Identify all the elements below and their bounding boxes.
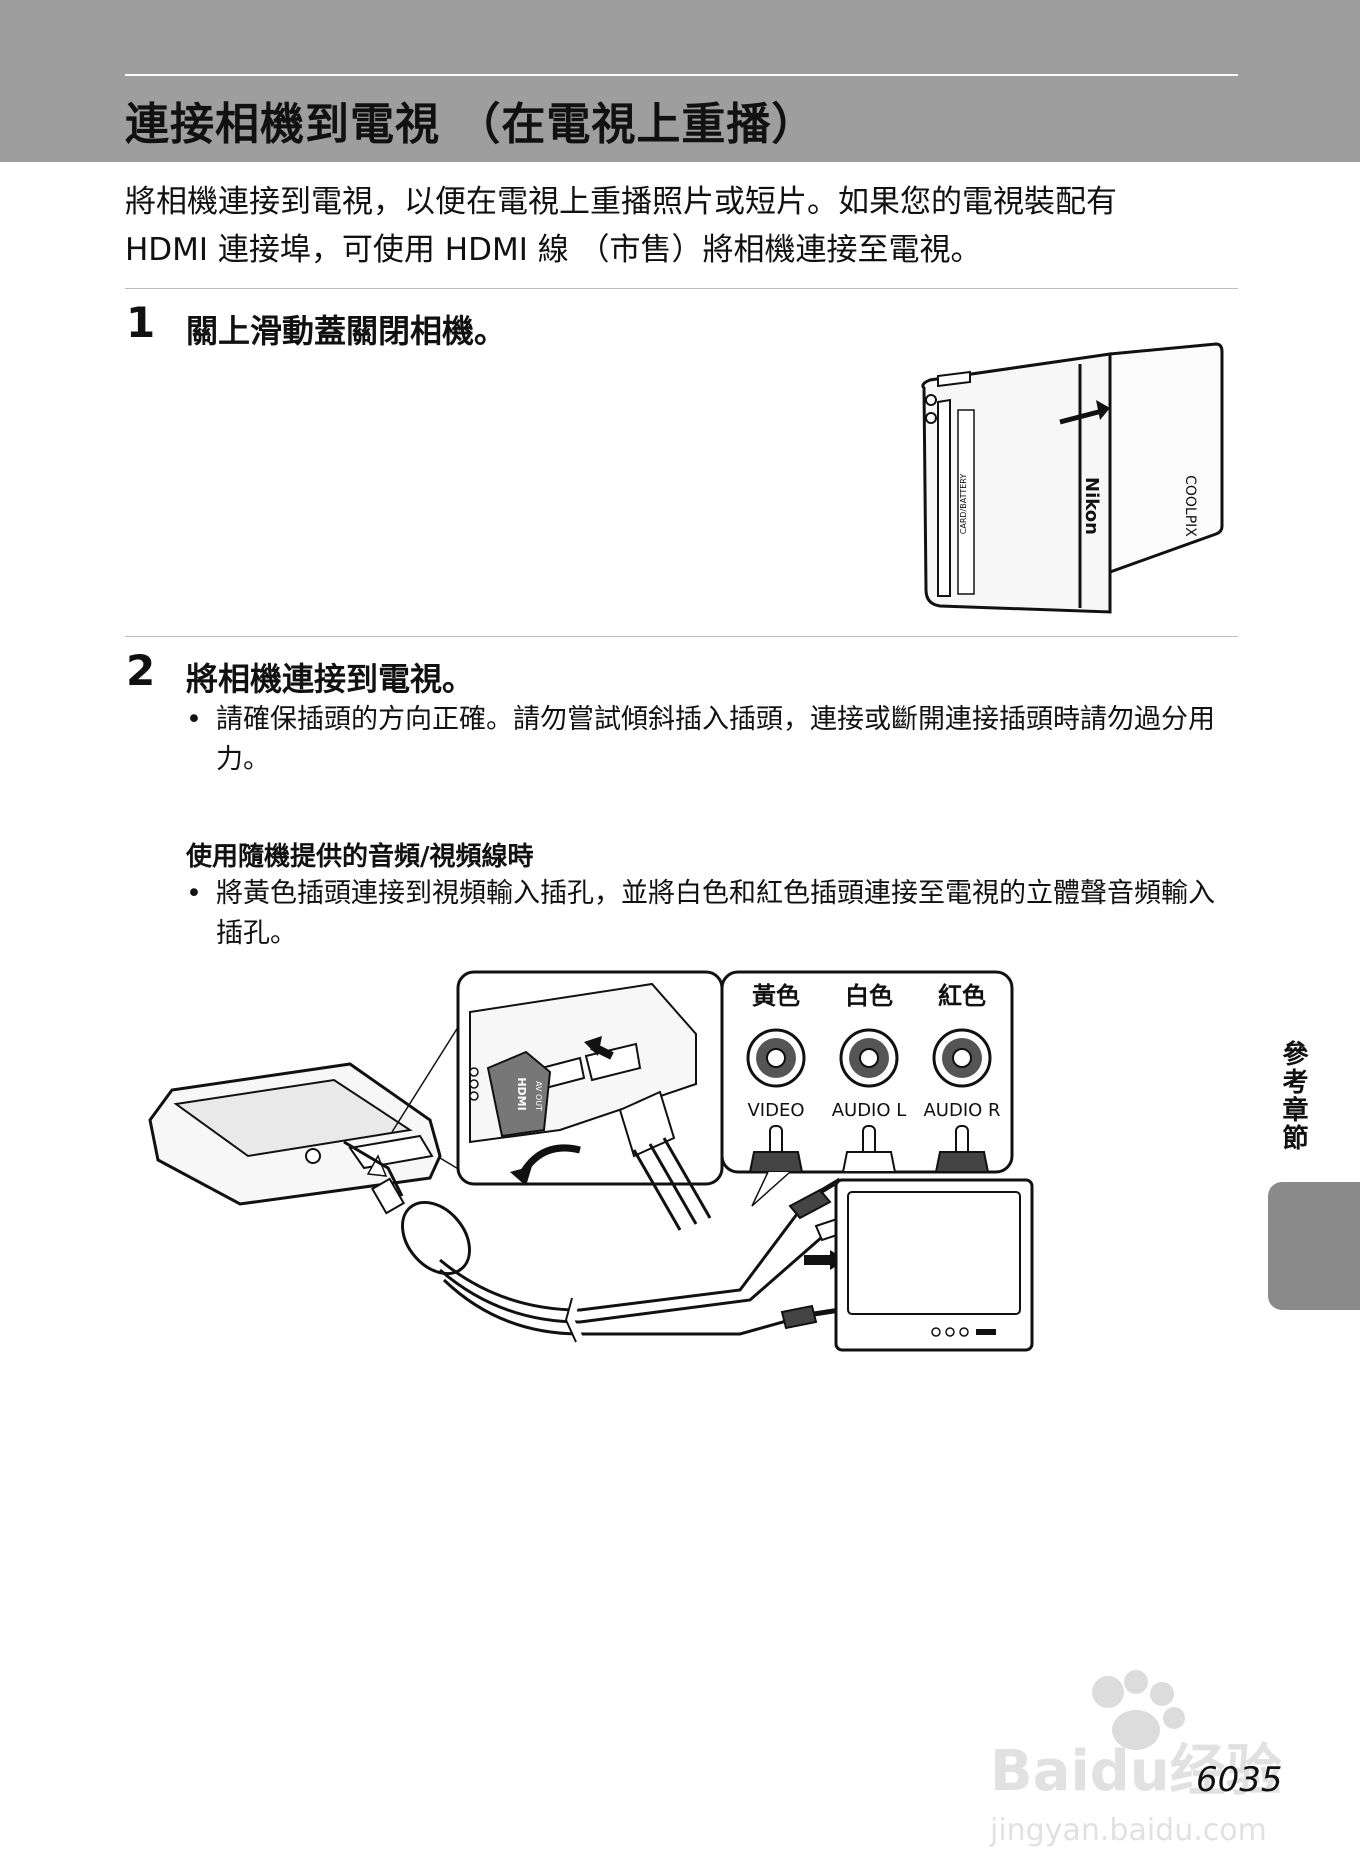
page-title: 連接相機到電視 （在電視上重播） (125, 99, 817, 150)
av-section-heading: 使用隨機提供的音頻/視頻線時 (186, 842, 534, 872)
section-divider (125, 636, 1238, 637)
step-1-number: 1 (126, 298, 156, 347)
rca-plug-white (841, 1125, 897, 1173)
camera-brand-text: Nikon (1081, 477, 1102, 535)
jack-color-label-yellow: 黃色 (752, 982, 800, 1010)
bullet-dot: • (186, 878, 202, 909)
cable-plug-yellow (788, 1177, 842, 1220)
step-2-number: 2 (126, 646, 156, 695)
step-2-title: 將相機連接到電視。 (186, 660, 475, 698)
header-band (0, 0, 1360, 162)
jack-video (746, 1028, 806, 1088)
watermark-url: jingyan.baidu.com (989, 1813, 1267, 1848)
jack-port-label-audio-l: AUDIO L (832, 1100, 907, 1121)
section-divider (125, 288, 1238, 289)
bullet-dot: • (186, 704, 202, 735)
step-1-title: 關上滑動蓋關閉相機。 (186, 312, 507, 350)
tv-illustration (834, 1178, 1034, 1352)
rca-plug-yellow (748, 1125, 804, 1173)
hdmi-door-label: HDMI (515, 1077, 528, 1110)
av-connection-diagram: HDMI AV OUT 黃色 白色 紅色 VIDEO AUDIO L AUDIO… (148, 970, 1034, 1352)
side-tab-label: 參考章節 (1278, 1040, 1308, 1152)
step-2-bullet: • 請確保插頭的方向正確。請勿嘗試傾斜插入插頭，連接或斷開連接插頭時請勿過分用力… (186, 700, 1241, 780)
paw-icon (1092, 1670, 1185, 1750)
jack-audio-l (839, 1028, 899, 1088)
intro-line-1: 將相機連接到電視，以便在電視上重播照片或短片。如果您的電視裝配有 (125, 184, 1117, 220)
watermark: Baidu经验 jingyan.baidu.com (989, 1670, 1282, 1848)
rca-plug-red (934, 1125, 990, 1173)
av-section-bullet-text: 將黃色插頭連接到視頻輸入插孔，並將白色和紅色插頭連接至電視的立體聲音頻輸入插孔。 (216, 878, 1215, 949)
jack-port-label-audio-r: AUDIO R (923, 1100, 1000, 1121)
cable-plug-red (780, 1304, 841, 1330)
side-tab[interactable] (1268, 1182, 1360, 1310)
jack-audio-r (932, 1028, 992, 1088)
camera-model-text: COOLPIX (1182, 475, 1198, 537)
jack-port-label-video: VIDEO (747, 1100, 804, 1121)
jack-color-label-white: 白色 (845, 982, 893, 1010)
jack-color-label-red: 紅色 (938, 982, 986, 1010)
av-section-bullet: • 將黃色插頭連接到視頻輸入插孔，並將白色和紅色插頭連接至電視的立體聲音頻輸入插… (186, 874, 1241, 954)
intro-paragraph: 將相機連接到電視，以便在電視上重播照片或短片。如果您的電視裝配有 HDMI 連接… (125, 178, 1240, 274)
camera-closed-illustration: Nikon COOLPIX CARD/BATTERY (921, 342, 1224, 614)
header-rule (125, 74, 1238, 76)
page-number: 6035 (1196, 1760, 1283, 1800)
intro-line-2: HDMI 連接埠，可使用 HDMI 線 （市售）將相機連接至電視。 (125, 232, 982, 268)
av-out-door-label: AV OUT (534, 1081, 543, 1111)
watermark-brand: Baidu经验 (990, 1739, 1282, 1804)
step-2-bullet-text: 請確保插頭的方向正確。請勿嘗試傾斜插入插頭，連接或斷開連接插頭時請勿過分用力。 (216, 704, 1215, 775)
card-battery-label: CARD/BATTERY (959, 474, 968, 535)
